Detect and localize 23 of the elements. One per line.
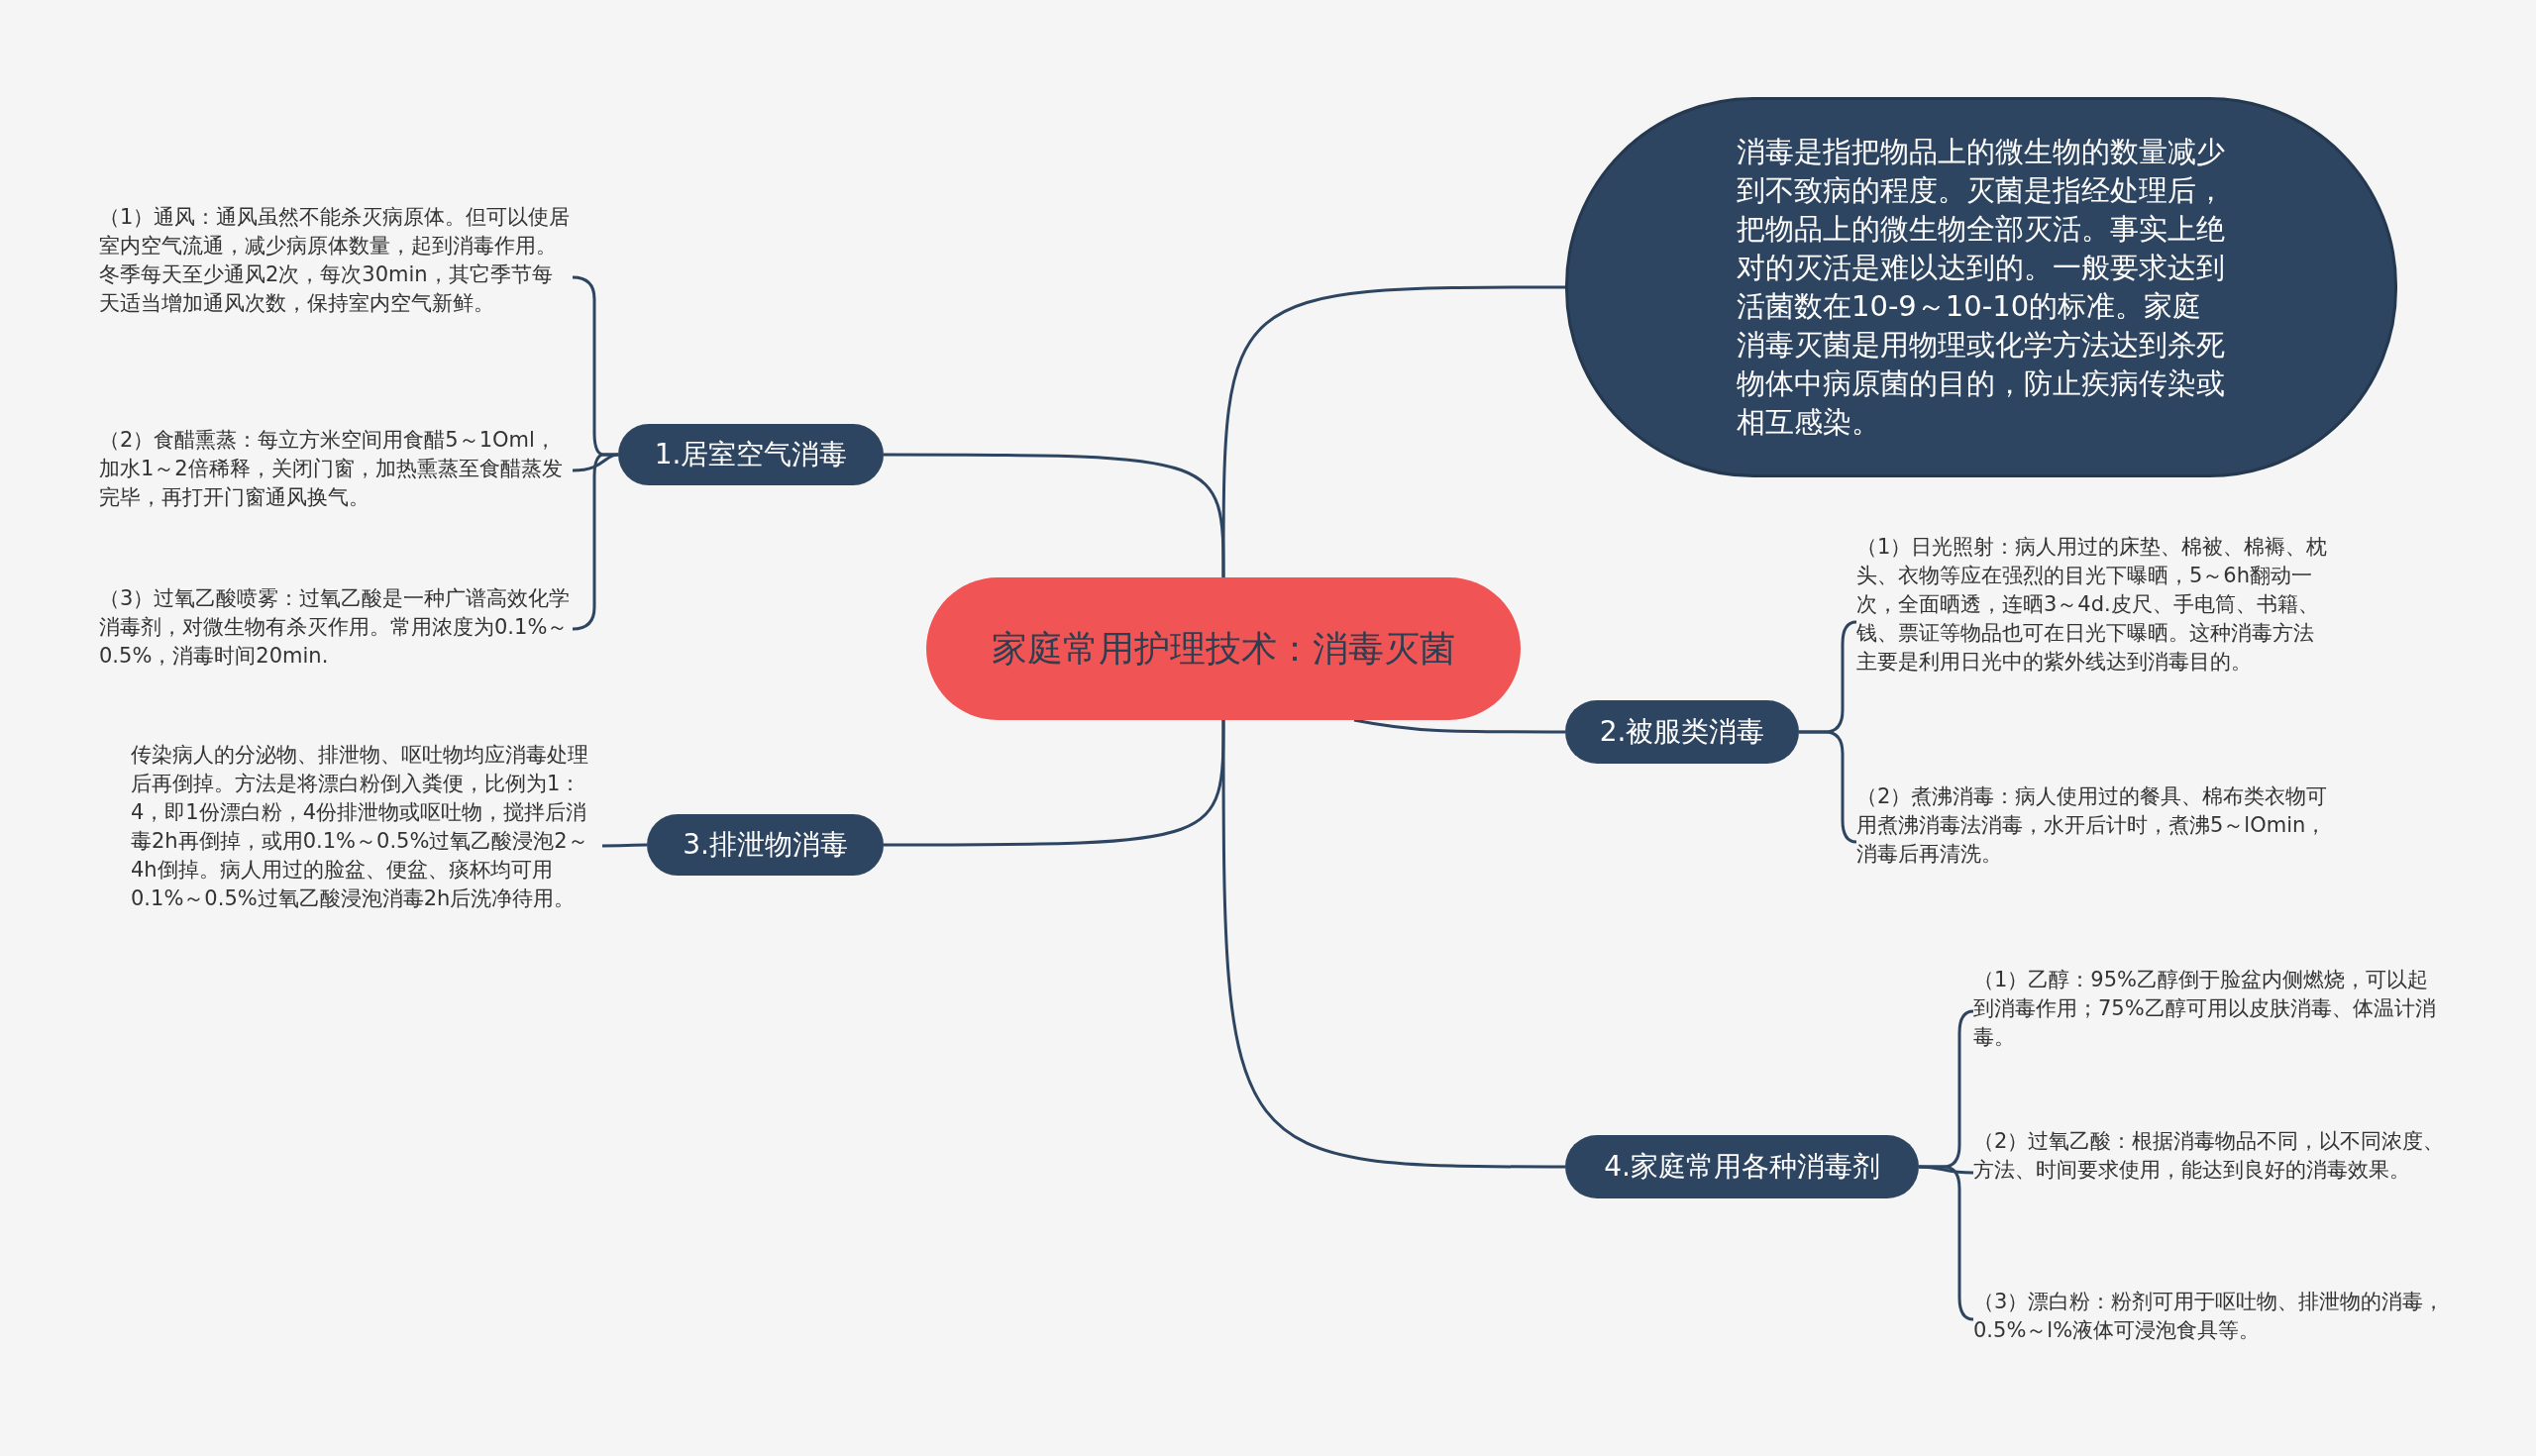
branch-topic: 1.居室空气消毒	[618, 424, 884, 485]
detail-text: （2）煮沸消毒：病人使用过的餐具、棉布类衣物可用煮沸消毒法消毒，水开后计时，煮沸5～lOmin，消毒后再清洗。	[1856, 782, 2330, 901]
detail-text: （2）食醋熏蒸：每立方米空间用食醋5～1Oml，加水1～2倍稀释，关闭门窗，加热熏蒸至食醋蒸发完毕，再打开门窗通风换气。	[99, 426, 573, 515]
detail-text: （3）过氧乙酸喷雾：过氧乙酸是一种广谱高效化学消毒剂，对微生物有杀灭作用。常用浓度为0.1%～0.5%，消毒时间20min.	[99, 584, 573, 674]
branch-topic: 3.排泄物消毒	[647, 814, 884, 876]
detail-text: （1）通风：通风虽然不能杀灭病原体。但可以使居室内空气流通，减少病原体数量，起到消毒作用。冬季每天至少通风2次，每次30min，其它季节每天适当增加通风次数，保持室内空气新鲜。	[99, 203, 573, 352]
detail-text: （1）乙醇：95%乙醇倒于脸盆内侧燃烧，可以起到消毒作用；75%乙醇可用以皮肤消毒、体温计消毒。	[1973, 966, 2449, 1057]
definition-bubble: 消毒是指把物品上的微生物的数量减少到不致病的程度。灭菌是指经处理后，把物品上的微生物全部灭活。事实上绝对的灭活是难以达到的。一般要求达到活菌数在10-9～10-10的标准。家庭消毒灭菌是用物理或化学方法达到杀死物体中病原菌的目的，防止疾病传染或相互感染。	[1565, 97, 2397, 477]
connector-line	[1919, 1165, 1974, 1321]
connector-line	[1221, 285, 1565, 577]
connector-line	[1353, 718, 1565, 734]
connector-line	[1221, 720, 1565, 1169]
detail-text: （1）日光照射：病人用过的床垫、棉被、棉褥、枕头、衣物等应在强烈的目光下曝晒，5～6h翻动一次，全面晒透，连晒3～4d.皮尺、手电筒、书籍、钱、票证等物品也可在日光下曝晒。这种消毒方法主要是利用日光中的紫外线达到消毒目的。	[1856, 533, 2330, 711]
branch-topic: 4.家庭常用各种消毒剂	[1565, 1135, 1919, 1198]
connector-line	[602, 843, 647, 848]
detail-text: （2）过氧乙酸：根据消毒物品不同，以不同浓度、方法、时间要求使用，能达到良好的消毒效果。	[1973, 1127, 2449, 1218]
detail-text: 传染病人的分泌物、排泄物、呕吐物均应消毒处理后再倒掉。方法是将漂白粉倒入粪便，比例为1：4，即1份漂白粉，4份排泄物或呕吐物，搅拌后消毒2h再倒掉，或用0.1%～0.5%过氧乙酸浸泡2～4h倒掉。病人用过的脸盆、便盆、痰杯均可用0.1%～0.5%过氧乙酸浸泡消毒2h后洗净待用。	[131, 741, 602, 951]
connector-line	[884, 453, 1225, 577]
branch-topic: 2.被服类消毒	[1565, 700, 1799, 764]
detail-text: （3）漂白粉：粉剂可用于呕吐物、排泄物的消毒，0.5%～l%液体可浸泡食具等。	[1973, 1288, 2449, 1351]
connector-line	[884, 720, 1225, 847]
central-topic: 家庭常用护理技术：消毒灭菌	[926, 577, 1521, 720]
connector-line	[1799, 730, 1857, 844]
